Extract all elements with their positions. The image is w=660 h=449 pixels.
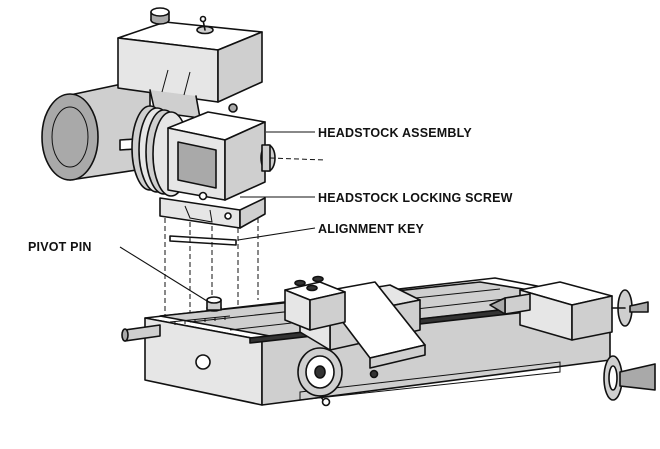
- leader-lines: [119, 131, 316, 302]
- callout-alignment-key: ALIGNMENT KEY: [318, 222, 425, 236]
- headstock-icon: [131, 103, 276, 229]
- motor-control-box: [117, 7, 263, 119]
- alignment-key: [169, 235, 237, 246]
- callout-pivot-pin: PIVOT PIN: [28, 240, 92, 254]
- handwheel-icon: [603, 355, 656, 401]
- callout-headstock-locking-screw: HEADSTOCK LOCKING SCREW: [318, 191, 513, 205]
- pivot-pin: [206, 296, 222, 312]
- callout-headstock-assembly: HEADSTOCK ASSEMBLY: [318, 126, 472, 140]
- carriage-icon: [284, 275, 426, 407]
- motor-icon: [41, 77, 151, 181]
- tailstock-icon: [489, 281, 649, 341]
